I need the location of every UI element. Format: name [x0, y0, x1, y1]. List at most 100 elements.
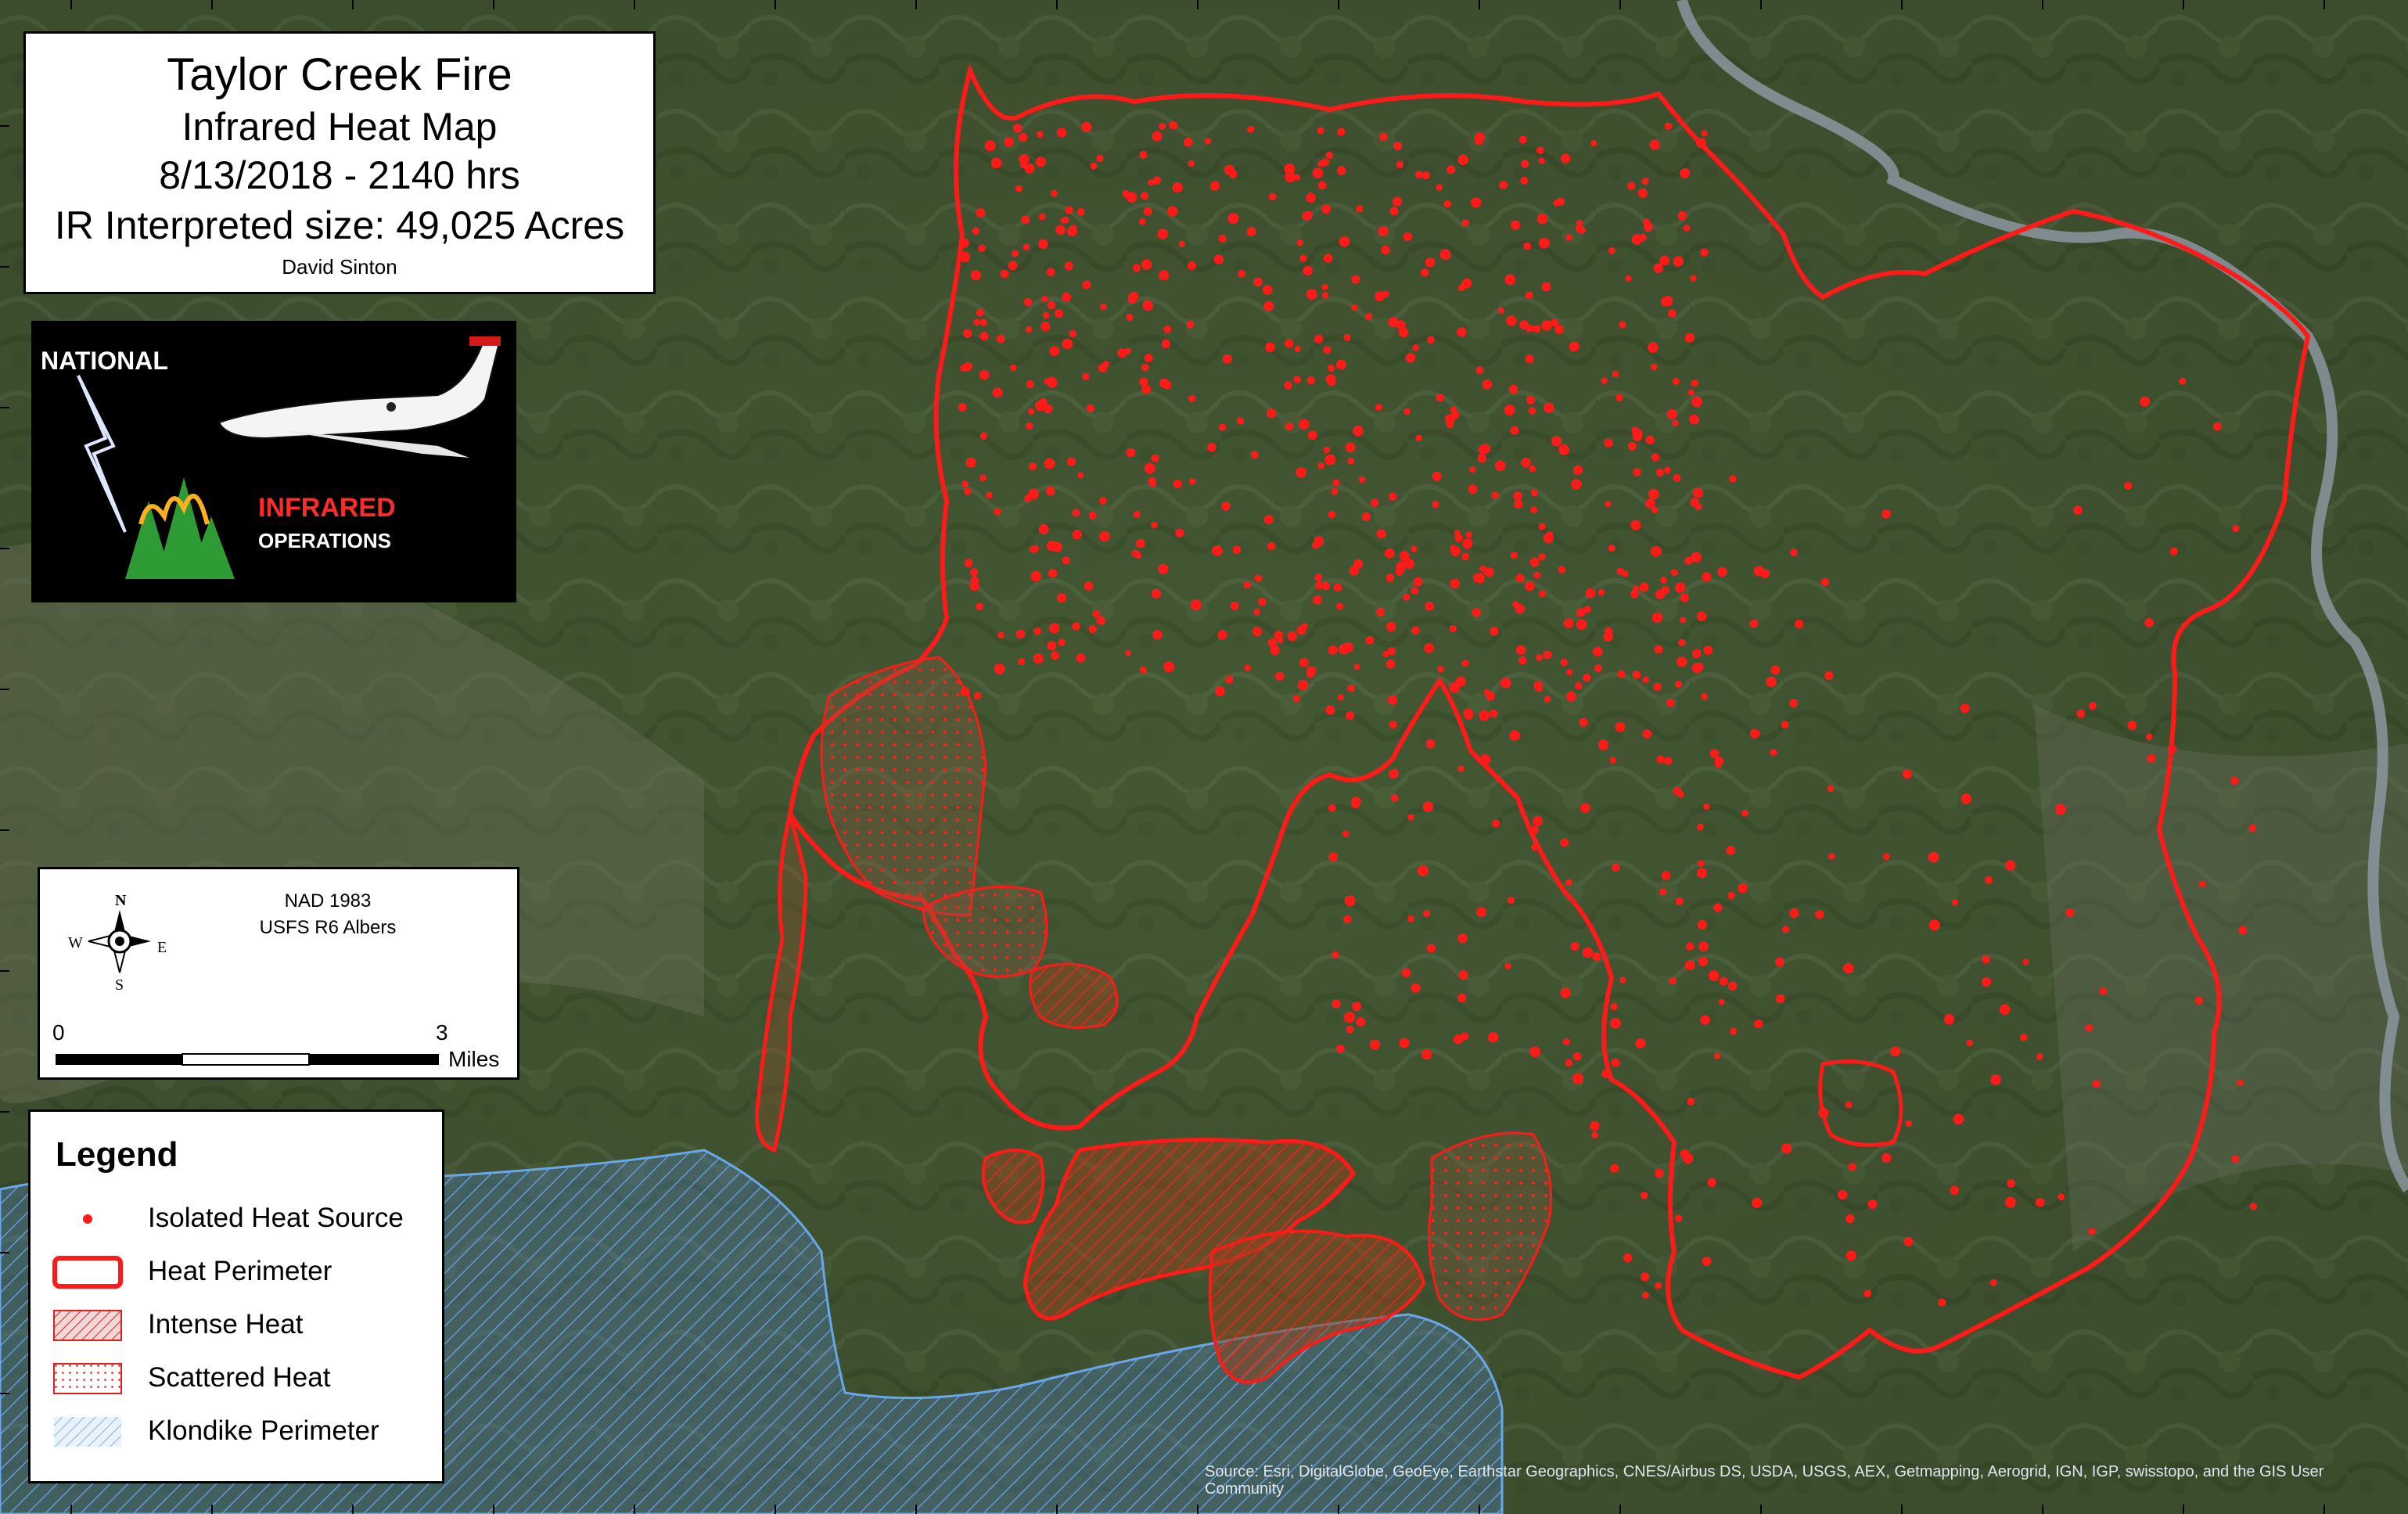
- heat-source-dot: [1403, 232, 1412, 242]
- heat-source-dot: [1697, 823, 1704, 831]
- heat-source-dot: [1055, 309, 1063, 318]
- heat-source-dot: [1717, 566, 1727, 577]
- heat-source-dot: [1157, 228, 1168, 239]
- heat-source-dot: [2065, 908, 2075, 917]
- heat-source-dot: [1457, 327, 1467, 337]
- heat-source-dot: [1961, 793, 1972, 804]
- heat-source-dot: [1296, 467, 1306, 478]
- heat-source-dot: [986, 491, 993, 499]
- heat-source-dot: [1152, 630, 1163, 640]
- heat-source-dot: [1222, 354, 1232, 364]
- heat-source-dot: [1215, 685, 1225, 696]
- heat-source-dot: [1846, 1250, 1856, 1261]
- heat-source-dot: [1038, 239, 1048, 250]
- heat-source-dot: [1582, 947, 1594, 958]
- heat-source-dot: [1687, 389, 1695, 396]
- heat-source-dot: [1461, 552, 1469, 561]
- heat-source-dot: [1449, 682, 1461, 693]
- heat-source-dot: [1815, 910, 1824, 919]
- heat-source-dot: [1332, 999, 1341, 1009]
- heat-source-dot: [1030, 570, 1041, 582]
- heat-source-dot: [1457, 765, 1465, 772]
- heat-source-dot: [1464, 711, 1473, 720]
- light-ridges-east: [2034, 704, 2408, 1252]
- heat-source-dot: [1018, 657, 1026, 666]
- heat-source-dot: [959, 238, 969, 248]
- heat-source-dot: [1655, 589, 1666, 599]
- heat-source-dot: [1019, 132, 1028, 142]
- heat-source-dot: [1610, 1017, 1621, 1029]
- heat-source-dot: [1669, 977, 1677, 985]
- heat-source-dot: [1700, 248, 1709, 257]
- heat-source-dot: [1727, 891, 1735, 900]
- heat-source-dot: [1701, 130, 1708, 137]
- heat-source-dot: [1306, 192, 1316, 203]
- heat-source-dot: [1285, 171, 1296, 183]
- heat-source-dot: [1458, 970, 1468, 980]
- heat-source-dot: [1690, 498, 1699, 507]
- heat-source-dot: [1661, 871, 1671, 880]
- heat-source-dot: [1474, 136, 1483, 146]
- heat-source-dot: [1698, 860, 1705, 868]
- heat-source-dot: [1190, 599, 1202, 611]
- heat-source-dot: [1139, 377, 1148, 387]
- heat-source-dot: [1471, 197, 1482, 208]
- heat-source-dot: [1578, 226, 1586, 234]
- heat-source-dot: [1608, 247, 1616, 254]
- heat-source-dot: [976, 308, 984, 317]
- heat-source-dot: [1284, 163, 1296, 174]
- heat-source-dot: [1928, 851, 1939, 863]
- heat-source-dot: [2055, 804, 2066, 815]
- heat-source-dot: [1047, 541, 1058, 552]
- heat-source-dot: [1049, 623, 1060, 634]
- heat-source-dot: [1042, 311, 1050, 319]
- heat-source-dot: [1336, 1045, 1345, 1053]
- heat-source-dot: [1675, 680, 1683, 689]
- heat-source-dot: [1084, 581, 1094, 591]
- heat-source-dot: [1654, 645, 1663, 654]
- heat-source-dot: [1719, 976, 1728, 986]
- heat-source-dot: [1651, 453, 1660, 462]
- heat-source-dot: [1566, 691, 1576, 702]
- scale-bar: [56, 1053, 439, 1066]
- heat-source-dot: [1425, 739, 1436, 749]
- heat-source-dot: [1303, 210, 1313, 220]
- heat-source-dot: [1263, 300, 1274, 311]
- map-attribution: Source: Esri, DigitalGlobe, GeoEye, Eart…: [1205, 1463, 2324, 1498]
- heat-source-dot: [1525, 291, 1533, 300]
- heat-source-dot: [1729, 475, 1737, 483]
- heat-source-dot: [1317, 127, 1324, 135]
- heat-source-dot: [1353, 559, 1364, 569]
- heat-source-dot: [1684, 556, 1693, 565]
- heat-source-dot: [1158, 563, 1169, 574]
- heat-source-dot: [1754, 1020, 1763, 1029]
- heat-source-dot: [1312, 167, 1324, 178]
- heat-source-dot: [1656, 755, 1665, 764]
- heat-source-dot: [1393, 142, 1403, 151]
- heat-source-dot: [1023, 243, 1030, 251]
- heat-source-dot: [1610, 1163, 1619, 1173]
- heat-source-dot: [1218, 423, 1227, 431]
- heat-source-dot: [1026, 380, 1034, 389]
- frame-tick: [70, 1505, 72, 1514]
- heat-source-dot: [1677, 656, 1687, 667]
- heat-source-dot: [1328, 645, 1338, 655]
- heat-source-dot: [1653, 682, 1662, 691]
- heat-source-dot: [1389, 768, 1399, 779]
- heat-source-dot: [1730, 1027, 1738, 1035]
- legend-label: Heat Perimeter: [148, 1256, 332, 1286]
- heat-source-dot: [1072, 622, 1080, 631]
- frame-tick: [1197, 1505, 1199, 1514]
- heat-source-dot: [1390, 793, 1399, 802]
- heat-source-dot: [1707, 1178, 1716, 1187]
- heat-source-dot: [1415, 171, 1423, 179]
- frame-tick: [0, 829, 9, 831]
- heat-source-dot: [1151, 454, 1159, 462]
- nio-logo: NATIONAL INFRARED OPERATIONS: [31, 321, 516, 602]
- title-panel: Taylor Creek Fire Infrared Heat Map 8/13…: [23, 31, 656, 294]
- heat-source-dot: [1225, 675, 1234, 684]
- heat-source-dot: [1211, 545, 1223, 556]
- heat-source-dot: [1848, 1163, 1856, 1171]
- heat-source-dot: [1477, 453, 1487, 463]
- heat-source-dot: [1738, 883, 1748, 894]
